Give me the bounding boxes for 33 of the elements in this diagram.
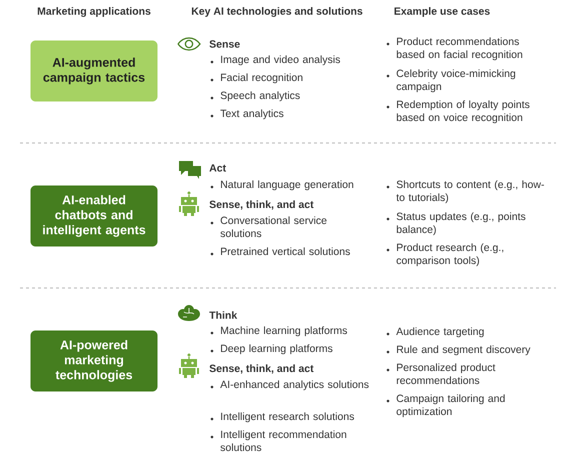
- column-header: Key AI technologies and solutions: [192, 7, 362, 17]
- list-item: Rule and segment discovery: [397, 345, 530, 356]
- category-heading: Act: [209, 164, 226, 172]
- column-header: Marketing applications: [38, 7, 150, 17]
- application-box: AI-enabled chatbots and intelligent agents: [30, 186, 158, 246]
- list-item: Machine learning platforms: [221, 326, 347, 336]
- list-item: Facial recognition: [221, 73, 302, 84]
- list-item: Product research (e.g., comparison tools): [396, 243, 504, 266]
- list-item: Campaign tailoring and optimization: [396, 394, 505, 418]
- list-item: Celebrity voice-mimicking campaign: [396, 69, 516, 92]
- list-item: Text analytics: [220, 109, 284, 120]
- application-box: AI-powered marketing technologies: [30, 330, 158, 392]
- category-heading: Sense: [210, 40, 240, 48]
- list-item: Audience targeting: [396, 327, 484, 338]
- list-item: Natural language generation: [221, 180, 354, 190]
- list-item: Speech analytics: [220, 91, 300, 102]
- list-item: Conversational service solutions: [220, 216, 326, 238]
- list-item: Product recommendations based on facial recognition: [396, 37, 522, 60]
- list-item: Shortcuts to content (e.g., how-to tutorials): [396, 180, 544, 204]
- list-item: Status updates (e.g., points balance): [396, 212, 526, 236]
- list-item: Pretrained vertical solutions: [221, 247, 350, 256]
- list-item: Redemption of loyalty points based on voice recognition: [396, 100, 530, 124]
- application-box: AI-augmented campaign tactics: [30, 40, 158, 102]
- column-header: Example use cases: [394, 7, 490, 17]
- list-item: Image and video analysis: [221, 55, 340, 66]
- category-heading: Sense, think, and act: [210, 364, 314, 374]
- list-item: AI-enhanced analytics solutions: [220, 380, 369, 390]
- category-heading: Think: [209, 311, 238, 319]
- list-item: Intelligent research solutions: [221, 412, 354, 422]
- list-item: Deep learning platforms: [221, 344, 332, 354]
- category-heading: Sense, think, and act: [210, 200, 314, 210]
- list-item: Intelligent recommendation solutions: [220, 430, 346, 452]
- list-item: Personalized product recommendations: [396, 363, 496, 384]
